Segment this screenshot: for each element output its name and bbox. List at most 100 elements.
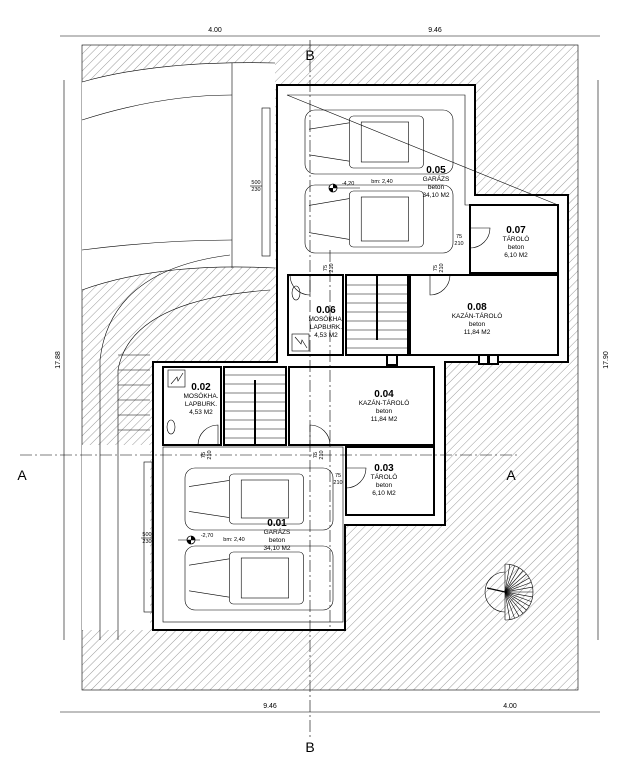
compass-ray	[504, 591, 527, 611]
level-marker-lower: -2,70 bm: 2,40	[178, 533, 245, 545]
compass-rose-icon	[484, 563, 534, 621]
svg-text:6,10 M2: 6,10 M2	[504, 252, 528, 259]
svg-text:210: 210	[454, 241, 463, 247]
driveway-upper	[81, 62, 276, 291]
svg-text:0.04: 0.04	[374, 389, 394, 400]
svg-text:beton: beton	[269, 537, 286, 544]
cars	[184, 109, 454, 611]
svg-text:beton: beton	[508, 244, 525, 251]
door-0.06: 75 210	[289, 263, 335, 296]
svg-text:75: 75	[433, 265, 439, 271]
door-0.03: 75 210	[333, 467, 367, 489]
dim-top-right: 9.46	[428, 27, 442, 34]
section-label-b-top: B	[305, 47, 314, 63]
svg-text:210: 210	[329, 263, 335, 272]
room-0.07	[469, 204, 559, 274]
compass-ray	[504, 591, 530, 607]
compass-ray	[504, 582, 532, 593]
room-label-0.07: 0.07 TÁROLÓ beton 6,10 M2	[503, 225, 530, 259]
section-label-b-bottom: B	[305, 739, 314, 755]
room-label-0.04: 0.04 KAZÁN-TÁROLÓ beton 11,84 M2	[359, 389, 410, 423]
dimension-lines	[60, 35, 600, 713]
dim-left-height: 17.88	[55, 351, 62, 369]
room-0.03	[345, 446, 435, 516]
compass-ray	[504, 591, 524, 614]
svg-text:210: 210	[207, 450, 213, 459]
svg-text:11,84 M2: 11,84 M2	[371, 416, 398, 423]
dim-top-left: 4.00	[208, 27, 222, 34]
car-icon	[304, 109, 454, 175]
door-0.08: 75 210	[429, 263, 451, 296]
svg-text:4,53 M2: 4,53 M2	[189, 409, 213, 416]
room-0.06	[287, 274, 344, 356]
door-0.02: 75 210	[197, 424, 219, 460]
car-icon	[304, 184, 454, 254]
svg-text:230: 230	[142, 539, 151, 545]
svg-text:0.08: 0.08	[467, 302, 487, 313]
svg-text:-2,70: -2,70	[201, 533, 214, 539]
svg-text:75: 75	[323, 265, 329, 271]
room-label-0.01: 0.01 GARÁZS beton 34,10 M2	[263, 518, 291, 552]
svg-text:bm: 2,40: bm: 2,40	[371, 179, 392, 185]
svg-text:500: 500	[142, 532, 151, 538]
compass-ray	[504, 567, 520, 593]
gate-label-upper: 500 230	[250, 180, 262, 193]
compass-ray	[504, 577, 530, 593]
car-icon	[184, 545, 334, 611]
svg-text:beton: beton	[428, 184, 445, 191]
compass-ray	[504, 565, 515, 593]
svg-text:75: 75	[313, 452, 319, 458]
svg-text:34,10 M2: 34,10 M2	[422, 192, 449, 199]
svg-text:500: 500	[251, 180, 260, 186]
compass-ray	[504, 591, 511, 620]
electric-panel-icon	[167, 333, 310, 388]
svg-text:4,53 M2: 4,53 M2	[314, 332, 338, 339]
svg-text:75: 75	[201, 452, 207, 458]
compass-ray	[504, 591, 533, 598]
outdoor-stairs	[118, 354, 150, 431]
svg-text:0.07: 0.07	[506, 225, 526, 236]
svg-text:210: 210	[319, 450, 325, 459]
svg-text:210: 210	[439, 263, 445, 272]
compass-ray	[504, 591, 520, 617]
gate-label-lower: 500 230	[141, 532, 153, 545]
compass-ray	[504, 586, 533, 593]
svg-text:beton: beton	[376, 482, 393, 489]
svg-text:beton: beton	[469, 321, 486, 328]
svg-text:75: 75	[456, 234, 462, 240]
svg-text:GARÁZS: GARÁZS	[264, 527, 291, 536]
svg-text:210: 210	[333, 480, 342, 486]
compass-ray	[504, 591, 515, 619]
svg-text:0.05: 0.05	[426, 165, 446, 176]
compass-ray	[504, 591, 532, 602]
section-label-a-right: A	[506, 467, 516, 483]
stair-treads	[224, 275, 408, 445]
svg-text:11,84 M2: 11,84 M2	[464, 329, 491, 336]
room-label-0.03: 0.03 TÁROLÓ beton 6,10 M2	[371, 463, 398, 497]
car-icon	[184, 467, 334, 531]
svg-text:0.06: 0.06	[316, 305, 336, 316]
compass-ray	[504, 564, 511, 593]
dim-right-height: 17.90	[603, 351, 610, 369]
svg-text:LAPBURK.: LAPBURK.	[310, 324, 342, 331]
room-0.08	[409, 274, 559, 356]
dim-bottom-left: 9.46	[263, 703, 277, 710]
room-0.04	[288, 366, 435, 446]
building-outline	[152, 84, 569, 631]
svg-text:TÁROLÓ: TÁROLÓ	[371, 472, 398, 481]
room-label-0.05: 0.05 GARÁZS beton 34,10 M2	[422, 165, 450, 199]
svg-text:0.03: 0.03	[374, 463, 394, 474]
svg-text:bm: 2,40: bm: 2,40	[223, 537, 244, 543]
svg-text:KAZÁN-TÁROLÓ: KAZÁN-TÁROLÓ	[359, 398, 410, 407]
svg-text:0.02: 0.02	[191, 382, 211, 393]
svg-text:0.01: 0.01	[267, 518, 287, 529]
driveway-lower	[82, 254, 271, 640]
room-0.02	[162, 366, 222, 446]
door-0.04: 75 210	[309, 424, 331, 460]
svg-text:LAPBURK.: LAPBURK.	[185, 401, 217, 408]
svg-text:MOSÓKHA.: MOSÓKHA.	[183, 391, 218, 400]
compass-ray	[504, 570, 524, 593]
dim-bottom-right: 4.00	[503, 703, 517, 710]
room-label-0.08: 0.08 KAZÁN-TÁROLÓ beton 11,84 M2	[452, 302, 503, 336]
svg-text:beton: beton	[376, 408, 393, 415]
